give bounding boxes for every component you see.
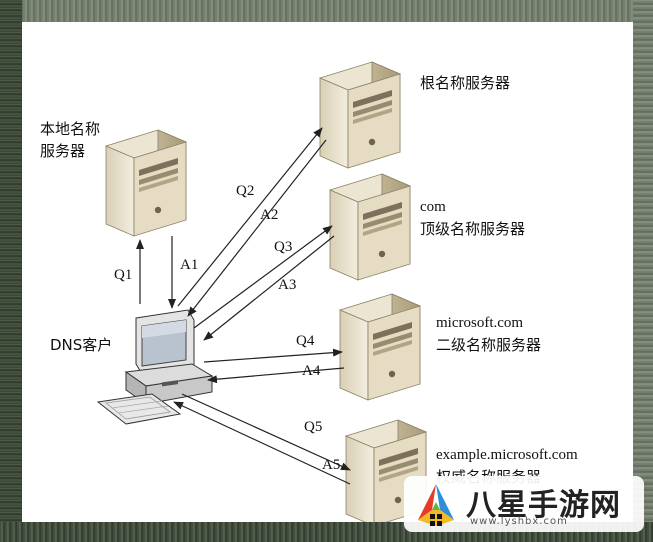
- frame-left: [0, 0, 22, 542]
- q4-label: Q4: [296, 334, 314, 349]
- a1-label: A1: [180, 258, 198, 273]
- q5-label: Q5: [304, 420, 322, 435]
- site-logo: [410, 480, 462, 528]
- q3-arrow: [194, 226, 332, 328]
- q3-label: Q3: [274, 240, 292, 255]
- microsoft-server-label-line1: microsoft.com: [436, 312, 541, 334]
- frame-right: [633, 0, 653, 542]
- com-server-label: com 顶级名称服务器: [420, 196, 525, 240]
- a4-arrow: [208, 368, 344, 380]
- frame-top: [0, 0, 653, 22]
- watermark-url: www.lyshbx.com: [470, 516, 568, 527]
- local-server-label-line1: 本地名称: [40, 118, 100, 140]
- local-server-label-line2: 服务器: [40, 140, 100, 162]
- a3-arrow: [204, 236, 334, 340]
- watermark: 八星手游网 www.lyshbx.com: [404, 476, 644, 532]
- a2-label: A2: [260, 208, 278, 223]
- microsoft-server-label: microsoft.com 二级名称服务器: [436, 312, 541, 356]
- q4-arrow: [204, 352, 342, 362]
- q2-arrow: [178, 128, 322, 306]
- diagram-canvas: 本地名称 服务器 根名称服务器 com 顶级名称服务器 microsoft.co…: [22, 22, 633, 522]
- a2-arrow: [188, 140, 326, 316]
- q2-label: Q2: [236, 184, 254, 199]
- local-server-label: 本地名称 服务器: [40, 118, 100, 162]
- example-server-label-line1: example.microsoft.com: [436, 444, 578, 466]
- com-server-label-line1: com: [420, 196, 525, 218]
- q1-label: Q1: [114, 268, 132, 283]
- com-server-icon: [330, 174, 410, 280]
- a4-label: A4: [302, 364, 320, 379]
- root-server-icon: [320, 62, 400, 168]
- a5-label: A5: [322, 458, 340, 473]
- microsoft-server-label-line2: 二级名称服务器: [436, 334, 541, 356]
- microsoft-server-icon: [340, 294, 420, 400]
- a3-label: A3: [278, 278, 296, 293]
- com-server-label-line2: 顶级名称服务器: [420, 218, 525, 240]
- root-server-label: 根名称服务器: [420, 76, 510, 91]
- dns-client-label: DNS客户: [50, 338, 112, 353]
- local-server-icon: [106, 130, 186, 236]
